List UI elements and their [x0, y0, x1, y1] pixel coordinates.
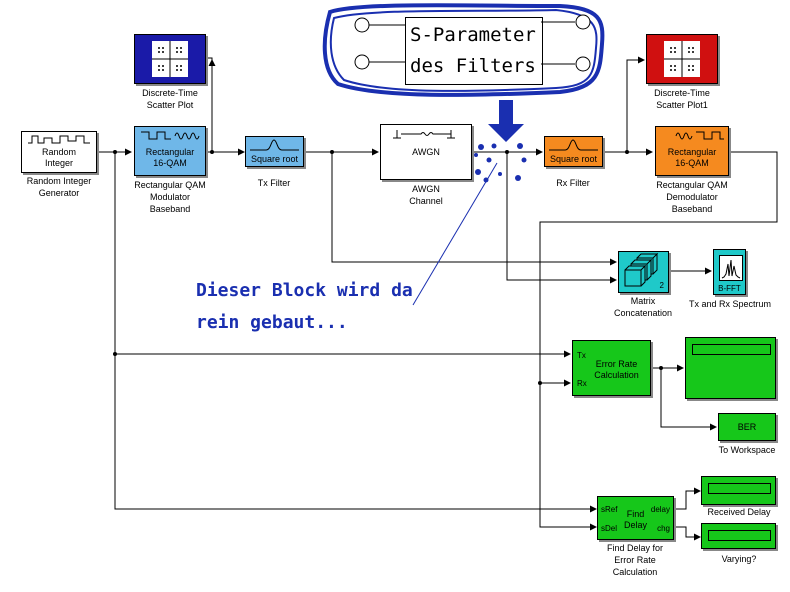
demodulator-line2: 16-QAM: [675, 158, 709, 168]
varying-label: Varying?: [721, 554, 757, 564]
qam-demodulator-block[interactable]: Rectangular 16-QAM: [655, 126, 729, 176]
find-delay-line2: Delay: [623, 520, 647, 530]
qam-modulator-block[interactable]: Rectangular 16-QAM: [134, 126, 206, 176]
to-workspace-label: To Workspace: [718, 445, 776, 455]
received-delay-display[interactable]: [701, 476, 776, 505]
scatter-plot-1-block[interactable]: [134, 34, 206, 84]
to-workspace-block[interactable]: BER: [718, 413, 776, 441]
s-parameter-box: S-Parameter des Filters: [405, 17, 543, 85]
scatter-plot-1-label: Discrete-Time Scatter Plot: [142, 88, 198, 110]
port-chg: chg: [657, 524, 670, 533]
spectrum-inner: B-FFT: [718, 284, 741, 293]
awgn-channel-block[interactable]: AWGN: [380, 124, 472, 180]
random-integer-block[interactable]: Random Integer: [21, 131, 97, 173]
rx-filter-label: Rx Filter: [556, 178, 590, 188]
pulse-train-icon: [28, 135, 90, 144]
port-delay: delay: [650, 505, 670, 514]
varying-display[interactable]: [701, 523, 776, 549]
awgn-inner: AWGN: [412, 147, 440, 157]
modulator-line1: Rectangular: [145, 147, 195, 157]
spectrum-scope-block[interactable]: B-FFT: [713, 249, 746, 295]
s-parameter-title: S-Parameter: [410, 24, 536, 46]
tx-filter-label: Tx Filter: [257, 178, 291, 188]
spectrum-label: Tx and Rx Spectrum: [688, 299, 772, 309]
spectrum-display: [719, 255, 743, 281]
port-tx: Tx: [577, 351, 586, 360]
modulator-line2: 16-QAM: [153, 158, 187, 168]
modulator-waveform-icon: [141, 131, 200, 140]
matrix-icon: [624, 252, 659, 287]
scatter-plot-2-block[interactable]: [646, 34, 718, 84]
tx-filter-block[interactable]: Square root: [245, 136, 304, 167]
error-rate-line2: Calculation: [594, 370, 639, 380]
awgn-channel-label: AWGN Channel: [409, 184, 443, 206]
constellation-icon: [664, 41, 700, 77]
constellation-icon: [152, 41, 188, 77]
find-delay-block[interactable]: sRef sDel delay chg Find Delay: [597, 496, 674, 540]
rx-filter-inner: Square root: [549, 154, 598, 164]
awgn-icon: [393, 130, 455, 139]
annotation-line1: Dieser Block wird da: [196, 280, 413, 301]
filter-response-icon: [250, 139, 299, 151]
filter-response-icon: [549, 139, 598, 151]
matrix-concatenation-block[interactable]: 2: [618, 251, 669, 293]
received-delay-label: Received Delay: [707, 507, 771, 517]
s-parameter-subtitle: des Filters: [410, 55, 536, 77]
demodulator-line1: Rectangular: [667, 147, 717, 157]
error-rate-line1: Error Rate: [595, 359, 638, 369]
find-delay-label: Find Delay for Error Rate Calculation: [606, 543, 664, 577]
qam-modulator-label: Rectangular QAM Modulator Baseband: [134, 180, 206, 214]
random-integer-label: Random Integer Generator: [26, 176, 92, 198]
find-delay-line1: Find: [626, 509, 645, 519]
random-integer-line1: Random: [41, 147, 77, 157]
port-sref: sRef: [601, 505, 618, 514]
scatter-plot-2-label: Discrete-Time Scatter Plot1: [654, 88, 710, 110]
rx-filter-block[interactable]: Square root: [544, 136, 603, 167]
error-rate-display-block[interactable]: [685, 337, 776, 399]
display-field: [708, 530, 771, 541]
display-field: [692, 344, 771, 355]
error-rate-calculation-block[interactable]: Tx Rx Error Rate Calculation: [572, 340, 651, 396]
to-workspace-inner: BER: [737, 422, 757, 432]
matrix-concatenation-label: Matrix Concatenation: [613, 296, 673, 318]
matrix-dim-label: 2: [659, 281, 664, 290]
annotation-line2: rein gebaut...: [196, 312, 348, 333]
display-field: [708, 483, 771, 494]
port-rx: Rx: [577, 379, 587, 388]
random-integer-line2: Integer: [44, 158, 74, 168]
demodulator-waveform-icon: [675, 131, 724, 140]
port-sdel: sDel: [601, 524, 618, 533]
tx-filter-inner: Square root: [250, 154, 299, 164]
qam-demodulator-label: Rectangular QAM Demodulator Baseband: [656, 180, 728, 214]
